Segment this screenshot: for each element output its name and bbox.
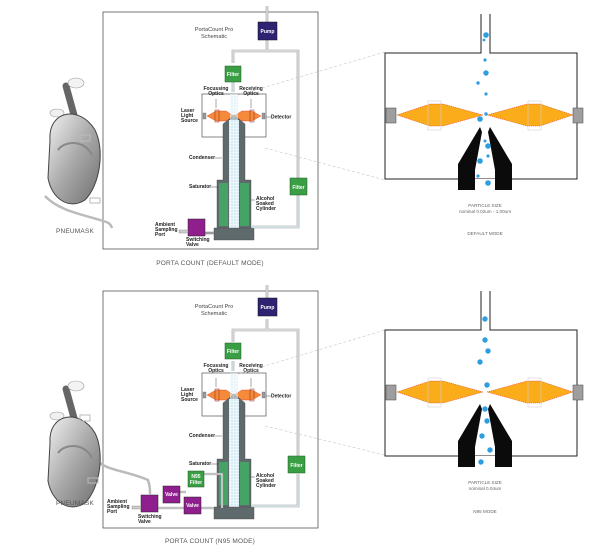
condenser-label: Condenser bbox=[189, 155, 215, 161]
switching-valve-box-n95 bbox=[140, 494, 159, 513]
particles-default bbox=[476, 32, 491, 186]
particles-n95 bbox=[477, 316, 493, 465]
filter-right-box-n95 bbox=[287, 455, 306, 474]
alcohol-line3-n95: Cylinder bbox=[256, 483, 276, 489]
pump-box-n95 bbox=[257, 297, 278, 317]
alcohol-line2: Soaked bbox=[256, 201, 274, 207]
filter-right-label-n95: Filter bbox=[290, 463, 302, 469]
valve-box-1 bbox=[162, 485, 181, 504]
particle-size-title-default: PARTICLE SIZE bbox=[468, 203, 502, 208]
n95-filter-line2: Filter bbox=[190, 480, 202, 486]
filter-right-box bbox=[289, 177, 308, 196]
laser-line1-n95: Laser bbox=[181, 387, 194, 393]
panel-default-mode: Pump Filter Filter PortaCount Pro Schema… bbox=[44, 4, 584, 267]
particle-size-value-default: nominal 0.02um - 1.00um bbox=[459, 209, 511, 214]
ambient-line1-n95: Ambient bbox=[107, 499, 127, 505]
caption-default: PORTA COUNT (DEFAULT MODE) bbox=[156, 260, 264, 267]
particle-size-title-n95: PARTICLE SIZE bbox=[468, 480, 502, 485]
focusing-optics-line1: Focussing bbox=[203, 86, 228, 92]
switching-line1-n95: Switching bbox=[138, 514, 162, 520]
detector-label: Detector bbox=[271, 115, 291, 121]
focusing-optics-line2-n95: Optics bbox=[208, 368, 224, 374]
condenser-label-n95: Condenser bbox=[189, 433, 215, 439]
valve-label-1: Valve bbox=[165, 492, 178, 498]
alcohol-line1: Alcohol bbox=[256, 196, 275, 202]
particle-size-value-n95: nominal 0.04um bbox=[469, 486, 502, 491]
pump-label: Pump bbox=[261, 29, 275, 35]
filter-top-label: Filter bbox=[227, 72, 239, 78]
switching-line2-n95: Valve bbox=[138, 519, 151, 525]
panel-n95-mode: Pump Filter Filter N95 Filter Valve Valv… bbox=[47, 283, 584, 545]
alcohol-line2-n95: Soaked bbox=[256, 478, 274, 484]
focusing-optics-line2: Optics bbox=[208, 91, 224, 97]
laser-line2: Light bbox=[181, 113, 194, 119]
switching-line2: Valve bbox=[186, 242, 199, 248]
filter-top-box bbox=[224, 65, 242, 83]
schematic-title-line1-n95: PortaCount Pro bbox=[195, 304, 234, 310]
receiving-optics-line2: Optics bbox=[243, 91, 259, 97]
schematic-title-line1: PortaCount Pro bbox=[195, 27, 234, 33]
laser-line2-n95: Light bbox=[181, 392, 194, 398]
mode-label-default: DEFAULT MODE bbox=[467, 231, 502, 236]
ambient-line2: Sampling bbox=[155, 227, 178, 233]
schematic-title-line2: Schematic bbox=[201, 34, 227, 40]
alcohol-line1-n95: Alcohol bbox=[256, 473, 275, 479]
caption-n95: PORTA COUNT (N95 MODE) bbox=[165, 538, 255, 545]
pump-box bbox=[257, 21, 278, 41]
laser-line3: Source bbox=[181, 118, 198, 124]
n95-filter-line1: N95 bbox=[191, 474, 200, 480]
mode-label-n95: N95 MODE bbox=[473, 509, 497, 514]
laser-line1: Laser bbox=[181, 108, 194, 114]
pneumask-icon-n95 bbox=[47, 380, 152, 508]
mask-label-n95: PNEUMASK bbox=[56, 500, 95, 507]
laser-line3-n95: Source bbox=[181, 397, 198, 403]
ambient-line3: Port bbox=[155, 232, 165, 238]
filter-top-box-n95 bbox=[224, 342, 242, 360]
focusing-optics-line1-n95: Focussing bbox=[203, 363, 228, 369]
pneumask-icon bbox=[44, 77, 114, 229]
switching-valve-box bbox=[187, 218, 206, 237]
receiving-optics-line1: Receiving bbox=[239, 86, 263, 92]
valve-box-2 bbox=[183, 496, 202, 515]
valve-label-2: Valve bbox=[186, 503, 199, 509]
alcohol-line3: Cylinder bbox=[256, 206, 276, 212]
filter-right-label: Filter bbox=[292, 185, 304, 191]
saturator-label: Saturator bbox=[189, 184, 211, 190]
ambient-line3-n95: Port bbox=[107, 509, 117, 515]
receiving-optics-line2-n95: Optics bbox=[243, 368, 259, 374]
n95-filter-box bbox=[187, 470, 205, 488]
ambient-line1: Ambient bbox=[155, 222, 175, 228]
schematic-title-line2-n95: Schematic bbox=[201, 311, 227, 317]
receiving-optics-line1-n95: Receiving bbox=[239, 363, 263, 369]
detector-label-n95: Detector bbox=[271, 394, 291, 400]
saturator-label-n95: Saturator bbox=[189, 461, 211, 467]
filter-top-label-n95: Filter bbox=[227, 349, 239, 355]
mask-label-default: PNEUMASK bbox=[56, 228, 95, 235]
switching-line1: Switching bbox=[186, 237, 210, 243]
pump-label-n95: Pump bbox=[261, 305, 275, 311]
ambient-line2-n95: Sampling bbox=[107, 504, 130, 510]
